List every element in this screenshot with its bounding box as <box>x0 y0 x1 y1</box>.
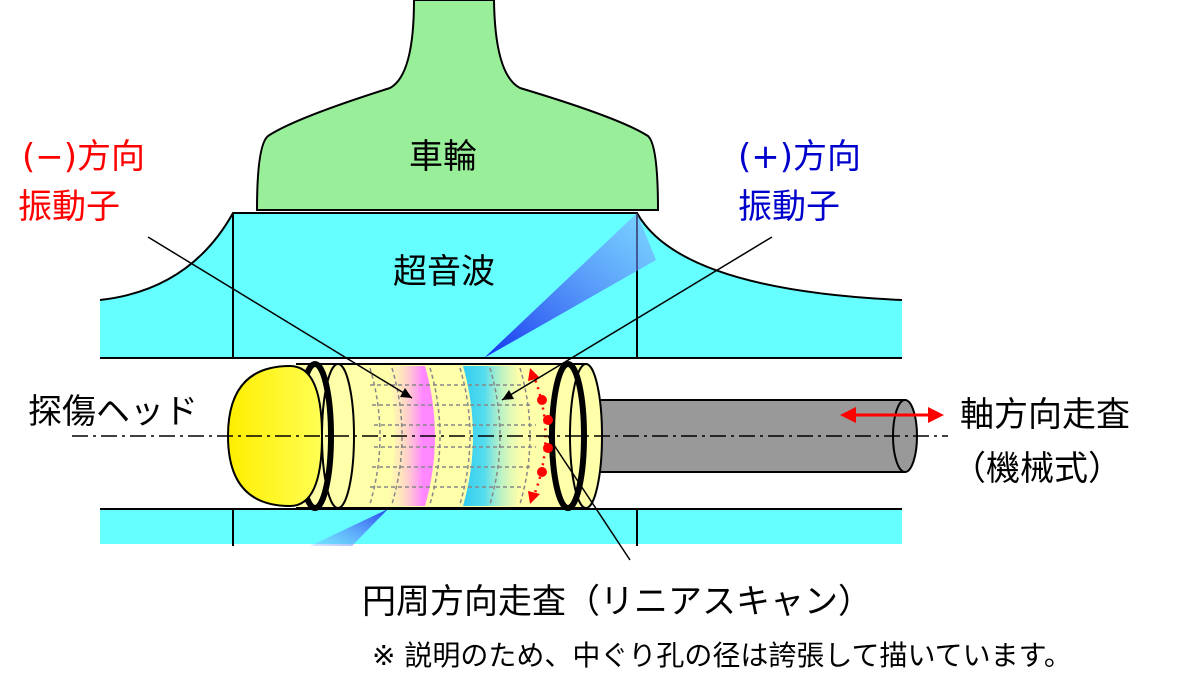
wheel-label: 車輪 <box>409 137 477 177</box>
wheel-shape <box>255 0 660 211</box>
pos-direction-label-2: 振動子 <box>738 187 840 227</box>
neg-element-leader <box>147 236 413 399</box>
ultrasound-label: 超音波 <box>393 252 495 292</box>
axial-scan-label-1: 軸方向走査 <box>960 395 1130 435</box>
circumferential-scan-label: 円周方向走査（リニアスキャン） <box>362 582 872 622</box>
probe-head-label: 探傷ヘッド <box>28 392 198 432</box>
ultrasonic-beam-positive <box>484 213 656 358</box>
element-grid <box>369 367 536 505</box>
ultrasonic-beam-negative <box>310 509 388 546</box>
axial-scan-label-2: （機械式） <box>952 449 1122 489</box>
neg-direction-label-2: 振動子 <box>18 187 120 227</box>
pos-element-leader <box>501 236 773 401</box>
positive-array-element <box>463 366 525 506</box>
note-text: ※ 説明のため、中ぐり孔の径は誇張して描いています。 <box>372 639 1072 672</box>
axle-lower <box>100 509 902 544</box>
negative-array-element <box>385 366 435 506</box>
axle-upper <box>100 213 902 358</box>
pos-direction-label-1: (+)方向 <box>738 137 862 177</box>
neg-direction-label-1: (−)方向 <box>22 137 146 177</box>
circumferential-leader <box>547 435 631 561</box>
axial-scan-arrow <box>840 407 944 423</box>
